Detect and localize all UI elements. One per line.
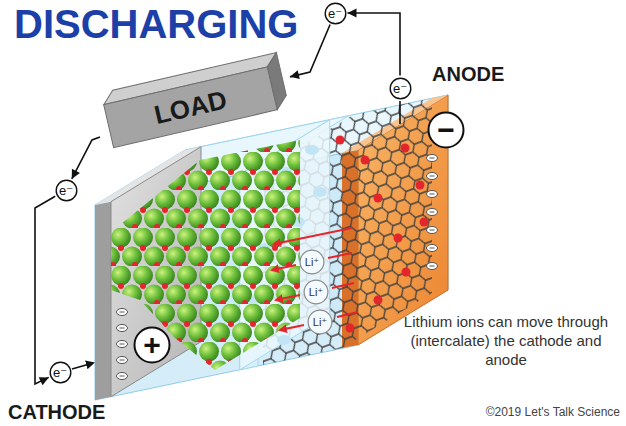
- lithium-dot: [401, 144, 410, 153]
- electron-symbol: e⁻: [389, 77, 412, 100]
- terminal-sign: −: [427, 111, 465, 149]
- lithium-dot: [346, 324, 355, 333]
- circuit-wire: [348, 9, 401, 76]
- ion-arrow: [332, 283, 354, 288]
- electron-mark-bar: [430, 158, 435, 266]
- cathode-spheres: [111, 140, 300, 370]
- node-text: +: [143, 330, 161, 360]
- separator-pore: [313, 187, 327, 197]
- ion-arrow: [280, 325, 304, 330]
- circle-shape: [300, 250, 324, 274]
- load-box: LOAD: [101, 52, 289, 147]
- arrow-head: [348, 9, 357, 18]
- lithium-dot: [402, 268, 411, 277]
- lithium-dot: [420, 218, 429, 227]
- electron-marks: [117, 309, 128, 380]
- ion-arrow: [272, 265, 296, 270]
- diagram-title: DISCHARGING: [14, 2, 298, 46]
- arrow-head: [290, 70, 300, 79]
- ion-arrow: [276, 295, 300, 300]
- node-text: Li⁺: [309, 286, 323, 299]
- circle-shape: [325, 3, 346, 24]
- load-end-face: [265, 52, 289, 109]
- arrow-head: [72, 169, 80, 179]
- lithium-dot: [336, 136, 345, 145]
- circle-shape: [50, 362, 71, 383]
- wire-line: [348, 13, 401, 76]
- circuit-wire: [72, 363, 93, 369]
- circle-shape: [308, 310, 332, 334]
- ion-arrow: [328, 253, 352, 258]
- electron-mark-bar: [120, 312, 125, 376]
- electrode-label: ANODE: [432, 62, 504, 86]
- circuit-wire: [35, 196, 55, 385]
- electrode-label: CATHODE: [8, 402, 105, 422]
- circle-shape: [304, 280, 328, 304]
- separator-pore: [277, 335, 291, 345]
- electron-marks: [427, 155, 438, 270]
- lithium-ion: Li⁺: [299, 249, 325, 275]
- wire-line: [72, 137, 100, 179]
- circle-shape: [429, 113, 464, 148]
- circle-shape: [390, 78, 411, 99]
- node-text: e⁻: [328, 6, 342, 21]
- ion-arrow: [274, 228, 352, 244]
- node-text: e⁻: [59, 183, 73, 198]
- terminal-sign: +: [133, 326, 171, 364]
- lithium-dot: [374, 296, 383, 305]
- load-front-face: [104, 67, 278, 148]
- node-text: e⁻: [53, 365, 67, 380]
- wire-line: [35, 196, 55, 384]
- ion-arrow: [337, 312, 358, 317]
- lithium-dot: [361, 156, 370, 165]
- lithium-ion: Li⁺: [307, 309, 333, 335]
- node-text: Li⁺: [313, 316, 327, 329]
- lithium-dot: [416, 181, 425, 190]
- electron-symbol: e⁻: [55, 179, 78, 202]
- note-text: Lithium ions can move through (intercala…: [390, 312, 622, 369]
- circle-shape: [56, 180, 77, 201]
- electron-symbol: e⁻: [324, 2, 347, 25]
- electron-symbol: e⁻: [49, 361, 72, 384]
- node-text: Li⁺: [305, 256, 319, 269]
- circle-shape: [135, 328, 170, 363]
- separator-pore: [305, 145, 319, 155]
- circuit-wire: [399, 101, 401, 124]
- node-text: −: [437, 115, 455, 145]
- lithium-dot: [394, 234, 403, 243]
- arrow-head: [39, 377, 49, 385]
- node-text: e⁻: [393, 81, 407, 96]
- cathode-plate-edge: [95, 202, 111, 400]
- lithium-dot: [374, 194, 383, 203]
- circuit-wire: [72, 137, 100, 179]
- copyright-note: ©2019 Let's Talk Science: [486, 405, 620, 420]
- lithium-ion: Li⁺: [303, 279, 329, 305]
